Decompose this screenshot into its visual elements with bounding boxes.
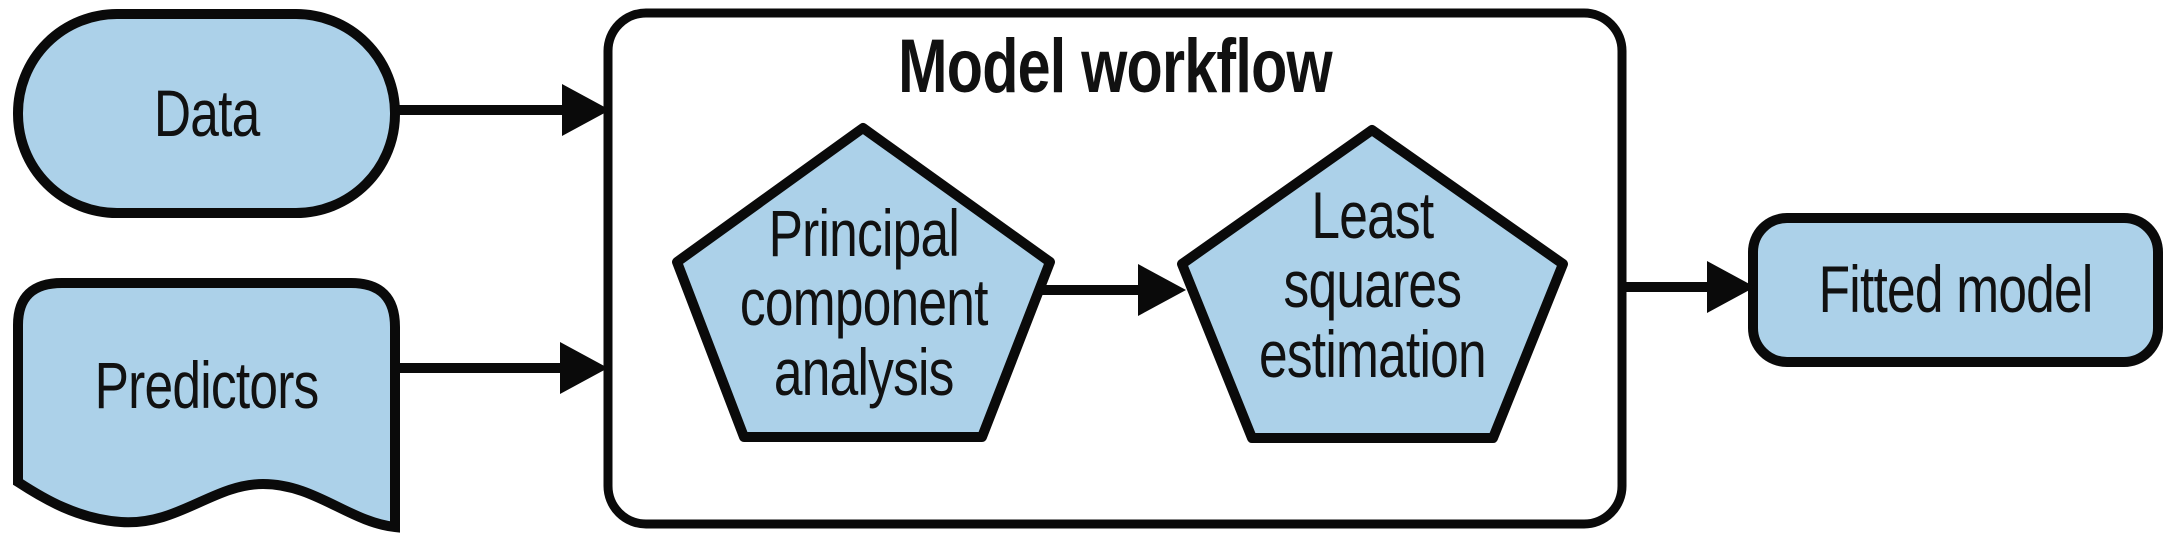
fitted-model-node-shape — [1748, 213, 2163, 367]
predictors-node-shape — [13, 278, 400, 533]
arrowhead-icon — [1138, 264, 1186, 316]
arrow-predictors-to-workflow — [395, 342, 608, 394]
arrow-workflow-to-fitted — [1618, 261, 1755, 313]
data-node-shape — [13, 9, 400, 218]
arrowhead-icon — [562, 84, 610, 136]
pca-node-shape — [672, 123, 1055, 442]
arrowhead-icon — [1707, 261, 1755, 313]
arrow-data-to-workflow — [395, 84, 610, 136]
arrowhead-icon — [560, 342, 608, 394]
arrow-pca-to-lse — [1039, 264, 1186, 316]
lse-node-shape — [1177, 125, 1568, 443]
